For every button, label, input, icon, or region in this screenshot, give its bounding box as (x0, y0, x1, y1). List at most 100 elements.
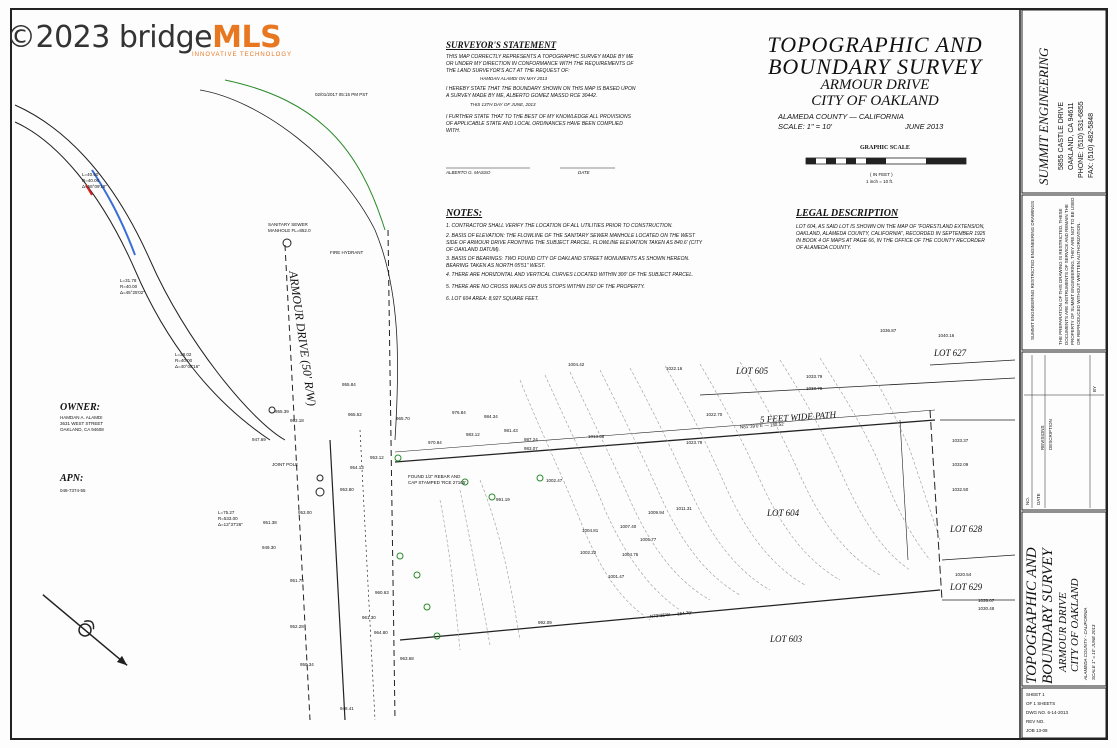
survey-date: JUNE 2013 (905, 122, 944, 131)
job-number: JOB 13-08 (1026, 728, 1048, 733)
survey-county: ALAMEDA COUNTY — CALIFORNIA (778, 112, 904, 121)
elevation-label: 1022.70 (706, 412, 723, 417)
notes-item: 5. THERE ARE NO CROSS WALKS OR BUS STOPS… (446, 284, 645, 290)
elevation-label: 960.63 (375, 590, 389, 595)
curve-label: L=31.78 R=40.00 Δ=45°25'02" (120, 278, 145, 295)
surveyor-date: THIS 13TH DAY OF JUNE, 2013 (470, 102, 536, 107)
elevation-label: 970.84 (428, 440, 442, 445)
watermark-logo: ©2023 bridgeMLS (6, 20, 282, 55)
graphic-scale-unit2: 1 inch = 10 ft. (866, 179, 894, 184)
elevation-label: 964.80 (374, 630, 388, 635)
revisions-heading: REVISIONS (1040, 425, 1045, 450)
lot-label: LOT 604 (767, 508, 800, 518)
watermark-sub: INNOVATIVE TECHNOLOGY (192, 52, 293, 58)
lot-label: LOT 627 (934, 348, 967, 358)
elevation-label: 992.09 (538, 620, 552, 625)
elevation-label: 1036.87 (880, 328, 897, 333)
elevation-label: 1035.07 (978, 598, 995, 603)
dwg-number: DWG NO. 6-14-2013 (1026, 710, 1069, 715)
survey-scale: SCALE: 1" = 10' (778, 122, 832, 131)
elevation-label: 965.52 (348, 412, 362, 417)
firm-fax: FAX: (510) 482-5848 (1088, 113, 1095, 178)
elevation-label: 1007.40 (620, 524, 637, 529)
restriction-text: THE PREPARATION OF THIS DRAWING IS RESTR… (1058, 197, 1081, 345)
survey-subtitle-2: CITY OF OAKLAND (811, 93, 939, 109)
surveyor-text3: I FURTHER STATE THAT TO THE BEST OF MY K… (446, 114, 631, 134)
revision-col: DESCRIPTION (1048, 419, 1053, 450)
elevation-label: 951.75 (290, 578, 304, 583)
curve-label: L=28.02 R=40.00 Δ=40°08'16" (175, 352, 200, 369)
graphic-scale-bar (805, 157, 967, 165)
survey-subtitle-1: ARMOUR DRIVE (820, 77, 930, 93)
graphic-scale-unit1: ( IN FEET ) (870, 172, 893, 177)
elevation-label: 1004.75 (622, 552, 639, 557)
owner-name: HAMDAN A. ALAMDI (60, 415, 103, 420)
elevation-label: 1004.42 (568, 362, 585, 367)
elevation-label: 953.00 (298, 510, 312, 515)
elevation-label: 984.34 (484, 414, 498, 419)
tb-title-3: ARMOUR DRIVE (1057, 592, 1069, 672)
surveyor-client: HAMDAN ALAMDI ON MAY 2013 (480, 76, 548, 81)
surveyor-signature: ALBERTO G. MASSO (446, 170, 491, 175)
sheet-number: SHEET 1 (1026, 692, 1045, 697)
notes-item: 2. BASIS OF ELEVATION: THE FLOWLINE OF T… (446, 233, 703, 253)
elevation-label: 954.13 (350, 465, 364, 470)
elevation-label: 1002.22 (580, 550, 597, 555)
elevation-label: 952.28 (290, 624, 304, 629)
elevation-label: 1030.48 (978, 606, 995, 611)
curve-label: L=75.27 R=533.00 Δ=13°37'26" (218, 510, 243, 527)
elevation-label: 981.43 (504, 428, 518, 433)
elevation-label: 1005.77 (640, 537, 657, 542)
curve-label: L=40.60 R=40.00 Δ=58°09'18" (82, 172, 107, 189)
legal-text: LOT 604, AS SAID LOT IS SHOWN ON THE MAP… (796, 224, 986, 251)
notes-heading: NOTES: (446, 208, 483, 219)
elevation-label: 1022.16 (666, 366, 683, 371)
hydrant-label: FIRE HYDRANT (330, 250, 364, 255)
notes-item: 1. CONTRACTOR SHALL VERIFY THE LOCATION … (446, 223, 673, 229)
elevation-label: 1002.47 (546, 478, 563, 483)
tb-title-1: TOPOGRAPHIC AND (1024, 547, 1040, 684)
firm-addr2: OAKLAND, CA 94611 (1068, 102, 1075, 170)
elevation-label: 961.30 (362, 615, 376, 620)
notes-item: 6. LOT 604 AREA: 8,927 SQUARE FEET. (446, 296, 539, 302)
notes-item: 4. THERE ARE HORIZONTAL AND VERTICAL CUR… (446, 272, 694, 278)
firm-name: SUMMIT ENGINEERING (1036, 47, 1051, 185)
elevation-label: 1032.09 (952, 462, 969, 467)
elevation-label: 947.69 (252, 437, 266, 442)
elevation-label: 963.68 (400, 656, 414, 661)
restriction-heading: SUMMIT ENGINEERING RESTRICTED ENGINEERIN… (1030, 200, 1035, 340)
survey-title-2: BOUNDARY SURVEY (767, 54, 983, 79)
manhole-label: SANITARY SEWER MANHOLE FL=852.0 (268, 222, 311, 233)
notes-item: 3. BASIS OF BEARINGS: TWO FOUND CITY OF … (446, 256, 690, 269)
elevation-label: 953.80 (340, 487, 354, 492)
elevation-label: 951.38 (263, 520, 277, 525)
elevation-label: 991.19 (496, 497, 510, 502)
tb-title-4: CITY OF OAKLAND (1069, 578, 1081, 672)
surveyor-sig-date: DATE (578, 170, 590, 175)
elevation-label: 1011.31 (676, 506, 692, 511)
legal-heading: LEGAL DESCRIPTION (796, 208, 899, 219)
lot-label: LOT 603 (770, 634, 803, 644)
owner-addr1: 3631 WEST STREET (60, 421, 104, 426)
revision-col: BY (1092, 385, 1097, 392)
sheet-border (10, 8, 1108, 740)
firm-phone: PHONE: (510) 531-6855 (1078, 101, 1085, 178)
firm-addr1: 5855 CASTLE DRIVE (1058, 101, 1065, 170)
tb-title-5: ALAMEDA COUNTY - CALIFORNIA (1083, 607, 1088, 680)
elevation-label: 1020.54 (955, 572, 972, 577)
tb-title-2: BOUNDARY SURVEY (1040, 548, 1056, 684)
owner-heading: OWNER: (60, 402, 101, 413)
surveyor-text2: I HEREBY STATE THAT THE BOUNDARY SHOWN O… (446, 86, 636, 99)
elevation-label: 1023.79 (686, 440, 703, 445)
elevation-label: 953.18 (290, 418, 304, 423)
survey-title-1: TOPOGRAPHIC AND (767, 32, 983, 57)
elevation-label: 948.41 (340, 706, 354, 711)
apn-heading: APN: (60, 473, 84, 484)
lot-label: LOT 605 (736, 366, 769, 376)
timestamp: 02/01/2017 05:15 PM PST (315, 92, 369, 97)
elevation-label: 950.34 (300, 662, 314, 667)
elevation-label: 983.07 (524, 446, 538, 451)
elevation-label: 1033.79 (806, 374, 823, 379)
revision-col: DATE (1036, 493, 1041, 505)
